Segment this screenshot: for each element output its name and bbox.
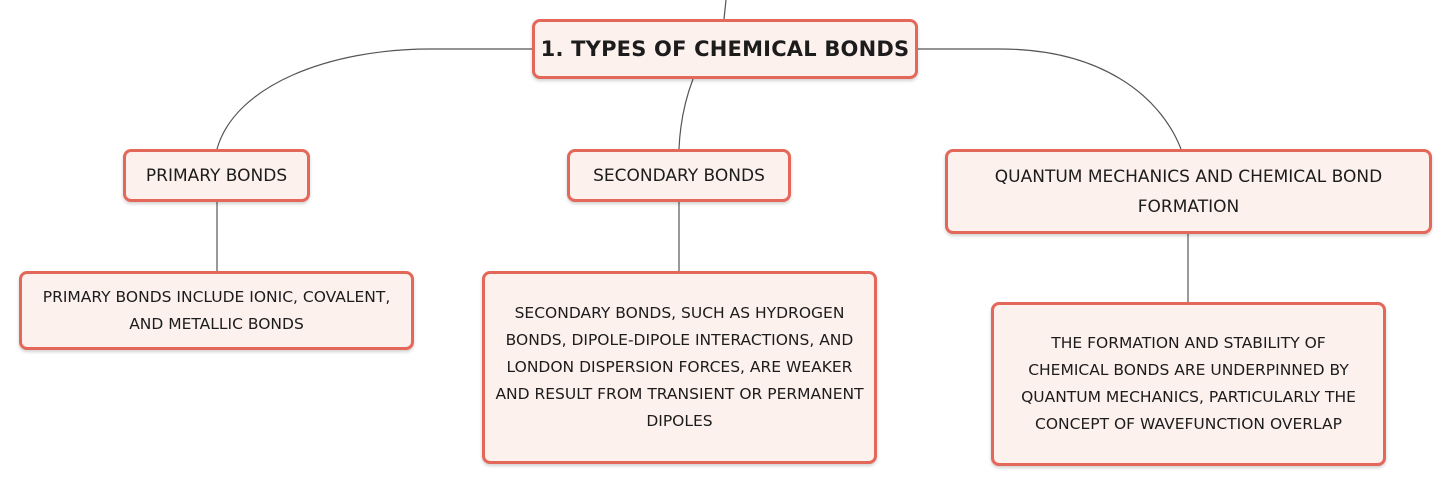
- detail-text-quantum-mechanics: THE FORMATION AND STABILITY OF CHEMICAL …: [1021, 334, 1356, 433]
- detail-text-primary-bonds: PRIMARY BONDS INCLUDE IONIC, COVALENT, A…: [42, 287, 391, 333]
- topic-label-secondary-bonds: SECONDARY BONDS: [593, 165, 765, 186]
- connector-parent-to-root: [723, 0, 727, 20]
- topic-node-quantum-mechanics[interactable]: QUANTUM MECHANICS AND CHEMICAL BOND FORM…: [945, 149, 1432, 234]
- topic-node-primary-bonds[interactable]: PRIMARY BONDS: [123, 149, 310, 202]
- detail-node-secondary-bonds[interactable]: SECONDARY BONDS, SUCH AS HYDROGEN BONDS,…: [482, 271, 877, 464]
- detail-node-quantum-mechanics[interactable]: THE FORMATION AND STABILITY OF CHEMICAL …: [991, 302, 1386, 466]
- topic-label-quantum-mechanics: QUANTUM MECHANICS AND CHEMICAL BOND FORM…: [994, 166, 1383, 217]
- connector-root-to-quantum-mechanics: [918, 48, 1182, 150]
- detail-text-secondary-bonds: SECONDARY BONDS, SUCH AS HYDROGEN BONDS,…: [495, 304, 864, 430]
- connector-root-to-secondary-bonds: [678, 78, 694, 150]
- detail-node-primary-bonds[interactable]: PRIMARY BONDS INCLUDE IONIC, COVALENT, A…: [19, 271, 414, 350]
- topic-node-secondary-bonds[interactable]: SECONDARY BONDS: [567, 149, 791, 202]
- connector-root-to-primary-bonds: [216, 48, 532, 150]
- topic-label-primary-bonds: PRIMARY BONDS: [145, 165, 288, 186]
- root-topic-label: 1. TYPES OF CHEMICAL BONDS: [540, 37, 910, 61]
- root-topic-node[interactable]: 1. TYPES OF CHEMICAL BONDS: [532, 19, 918, 79]
